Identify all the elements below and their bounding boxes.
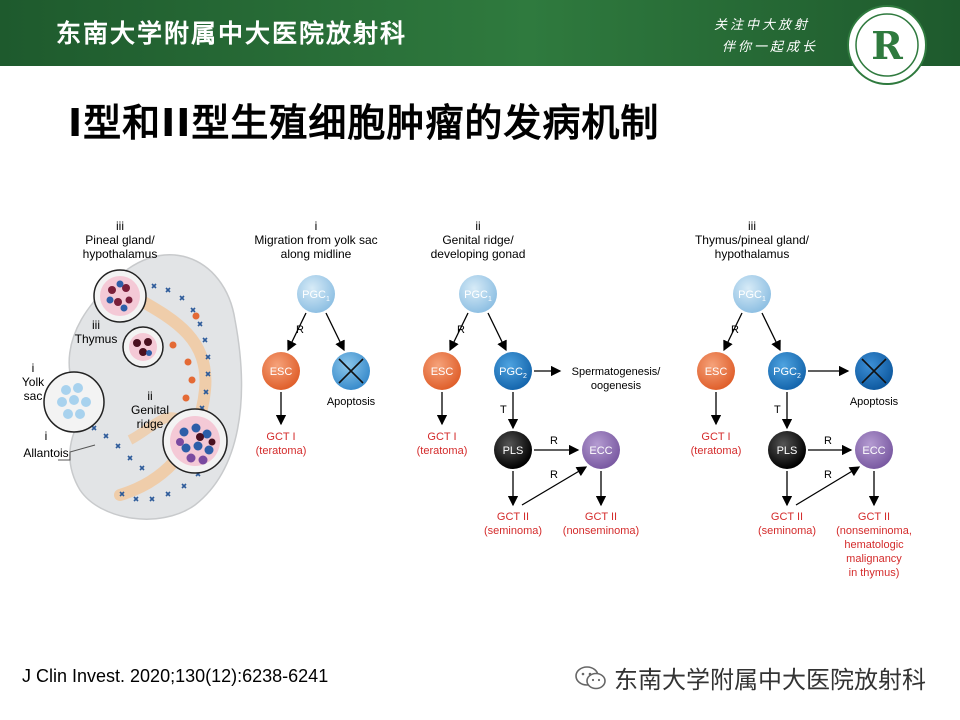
svg-text:developing gonad: developing gonad <box>431 247 526 261</box>
svg-text:Apoptosis: Apoptosis <box>327 396 376 408</box>
svg-text:Pineal gland/: Pineal gland/ <box>85 233 155 247</box>
svg-text:R: R <box>457 324 465 336</box>
panel-iii-ecc-node <box>855 431 893 469</box>
embryo-illustration: iii Pineal gland/ hypothalamus iii Thymu… <box>22 219 243 520</box>
svg-text:PGC2: PGC2 <box>499 366 527 380</box>
svg-text:ECC: ECC <box>862 445 885 457</box>
panel-iii-pgc1-node <box>733 275 771 313</box>
svg-text:R: R <box>731 324 739 336</box>
svg-text:PLS: PLS <box>777 445 798 457</box>
svg-text:GCT I: GCT I <box>266 431 295 443</box>
svg-text:(teratoma): (teratoma) <box>256 445 307 457</box>
logo-letter: R <box>871 23 903 68</box>
svg-text:Thymus/pineal gland/: Thymus/pineal gland/ <box>695 233 810 247</box>
svg-text:ii: ii <box>147 389 152 403</box>
svg-text:GCT I: GCT I <box>427 431 456 443</box>
svg-text:Genital: Genital <box>131 403 169 417</box>
svg-text:ESC: ESC <box>431 366 454 378</box>
svg-text:(nonseminoma): (nonseminoma) <box>563 525 639 537</box>
panel-i-number: i <box>315 219 318 233</box>
panel-ii-number: ii <box>475 219 480 233</box>
svg-text:in thymus): in thymus) <box>849 567 900 579</box>
panel-i-r-label: R <box>296 324 304 336</box>
svg-text:Thymus: Thymus <box>75 332 118 346</box>
panel-iii-number: iii <box>748 219 756 233</box>
svg-text:malignancy: malignancy <box>846 553 902 565</box>
panel-ii: ii Genital ridge/ developing gonad PGC1 … <box>417 219 662 537</box>
panel-ii-pgc1-node <box>459 275 497 313</box>
svg-text:R: R <box>550 469 558 481</box>
panel-i-heading-1: Migration from yolk sac <box>254 233 377 247</box>
panel-i-esc-node <box>262 352 300 390</box>
svg-text:ECC: ECC <box>589 445 612 457</box>
svg-text:(seminoma): (seminoma) <box>484 525 542 537</box>
svg-text:Spermatogenesis/: Spermatogenesis/ <box>572 366 662 378</box>
panel-ii-esc-node <box>423 352 461 390</box>
slide-title: I型和II型生殖细胞肿瘤的发病机制 <box>68 101 660 145</box>
panel-ii-pgc2-node <box>494 352 532 390</box>
hospital-logo: R <box>847 5 927 85</box>
svg-text:PLS: PLS <box>503 445 524 457</box>
svg-text:(seminoma): (seminoma) <box>758 525 816 537</box>
svg-text:PGC1: PGC1 <box>738 289 766 303</box>
svg-text:GCT I: GCT I <box>701 431 730 443</box>
panel-i-heading-2: along midline <box>281 247 352 261</box>
svg-text:Yolk: Yolk <box>22 375 45 389</box>
panel-ii-pls-node <box>494 431 532 469</box>
svg-text:i: i <box>32 361 35 375</box>
svg-text:GCT II: GCT II <box>771 511 803 523</box>
panel-iii-esc-node <box>697 352 735 390</box>
svg-text:hematologic: hematologic <box>844 539 904 551</box>
panel-iii-pls-node <box>768 431 806 469</box>
svg-text:GCT II: GCT II <box>497 511 529 523</box>
header-slogan-line2: 伴你一起成长 <box>721 40 818 55</box>
svg-text:ESC: ESC <box>705 366 728 378</box>
svg-text:sac: sac <box>24 389 43 403</box>
svg-text:R: R <box>824 469 832 481</box>
svg-text:(teratoma): (teratoma) <box>417 445 468 457</box>
svg-text:iii: iii <box>116 219 124 233</box>
citation: J Clin Invest. 2020;130(12):6238-6241 <box>22 666 329 686</box>
svg-text:T: T <box>500 404 507 416</box>
panel-ii-ecc-node <box>582 431 620 469</box>
svg-text:iii: iii <box>92 318 100 332</box>
svg-text:R: R <box>550 435 558 447</box>
svg-text:i: i <box>45 429 48 443</box>
svg-text:hypothalamus: hypothalamus <box>83 247 158 261</box>
svg-text:PGC1: PGC1 <box>464 289 492 303</box>
wechat-watermark: 东南大学附属中大医院放射科 <box>574 660 926 695</box>
panel-i: i Migration from yolk sac along midline … <box>254 219 377 457</box>
svg-text:ESC: ESC <box>270 366 293 378</box>
header-banner: 东南大学附属中大医院放射科 关注中大放射 伴你一起成长 <box>0 0 960 66</box>
cell-trail-x <box>91 283 211 502</box>
pathogenesis-diagram: iii Pineal gland/ hypothalamus iii Thymu… <box>22 219 912 579</box>
header-slogan-line1: 关注中大放射 <box>713 18 810 33</box>
watermark-text: 东南大学附属中大医院放射科 <box>614 666 926 694</box>
header-title: 东南大学附属中大医院放射科 <box>56 19 408 48</box>
svg-text:GCT II: GCT II <box>585 511 617 523</box>
wechat-icon <box>575 665 606 689</box>
svg-text:(teratoma): (teratoma) <box>691 445 742 457</box>
svg-text:Allantois: Allantois <box>23 446 68 460</box>
panel-iii: iii Thymus/pineal gland/ hypothalamus PG… <box>691 219 912 579</box>
svg-text:T: T <box>774 404 781 416</box>
panel-i-pgc1-node <box>297 275 335 313</box>
svg-text:hypothalamus: hypothalamus <box>715 247 790 261</box>
panel-iii-pgc2-node <box>768 352 806 390</box>
svg-text:oogenesis: oogenesis <box>591 380 642 392</box>
svg-text:PGC1: PGC1 <box>302 289 330 303</box>
svg-text:(nonseminoma,: (nonseminoma, <box>836 525 912 537</box>
svg-text:ridge: ridge <box>137 417 164 431</box>
svg-text:Genital ridge/: Genital ridge/ <box>442 233 514 247</box>
svg-text:PGC2: PGC2 <box>773 366 801 380</box>
svg-text:GCT II: GCT II <box>858 511 890 523</box>
svg-text:Apoptosis: Apoptosis <box>850 396 899 408</box>
svg-text:R: R <box>824 435 832 447</box>
